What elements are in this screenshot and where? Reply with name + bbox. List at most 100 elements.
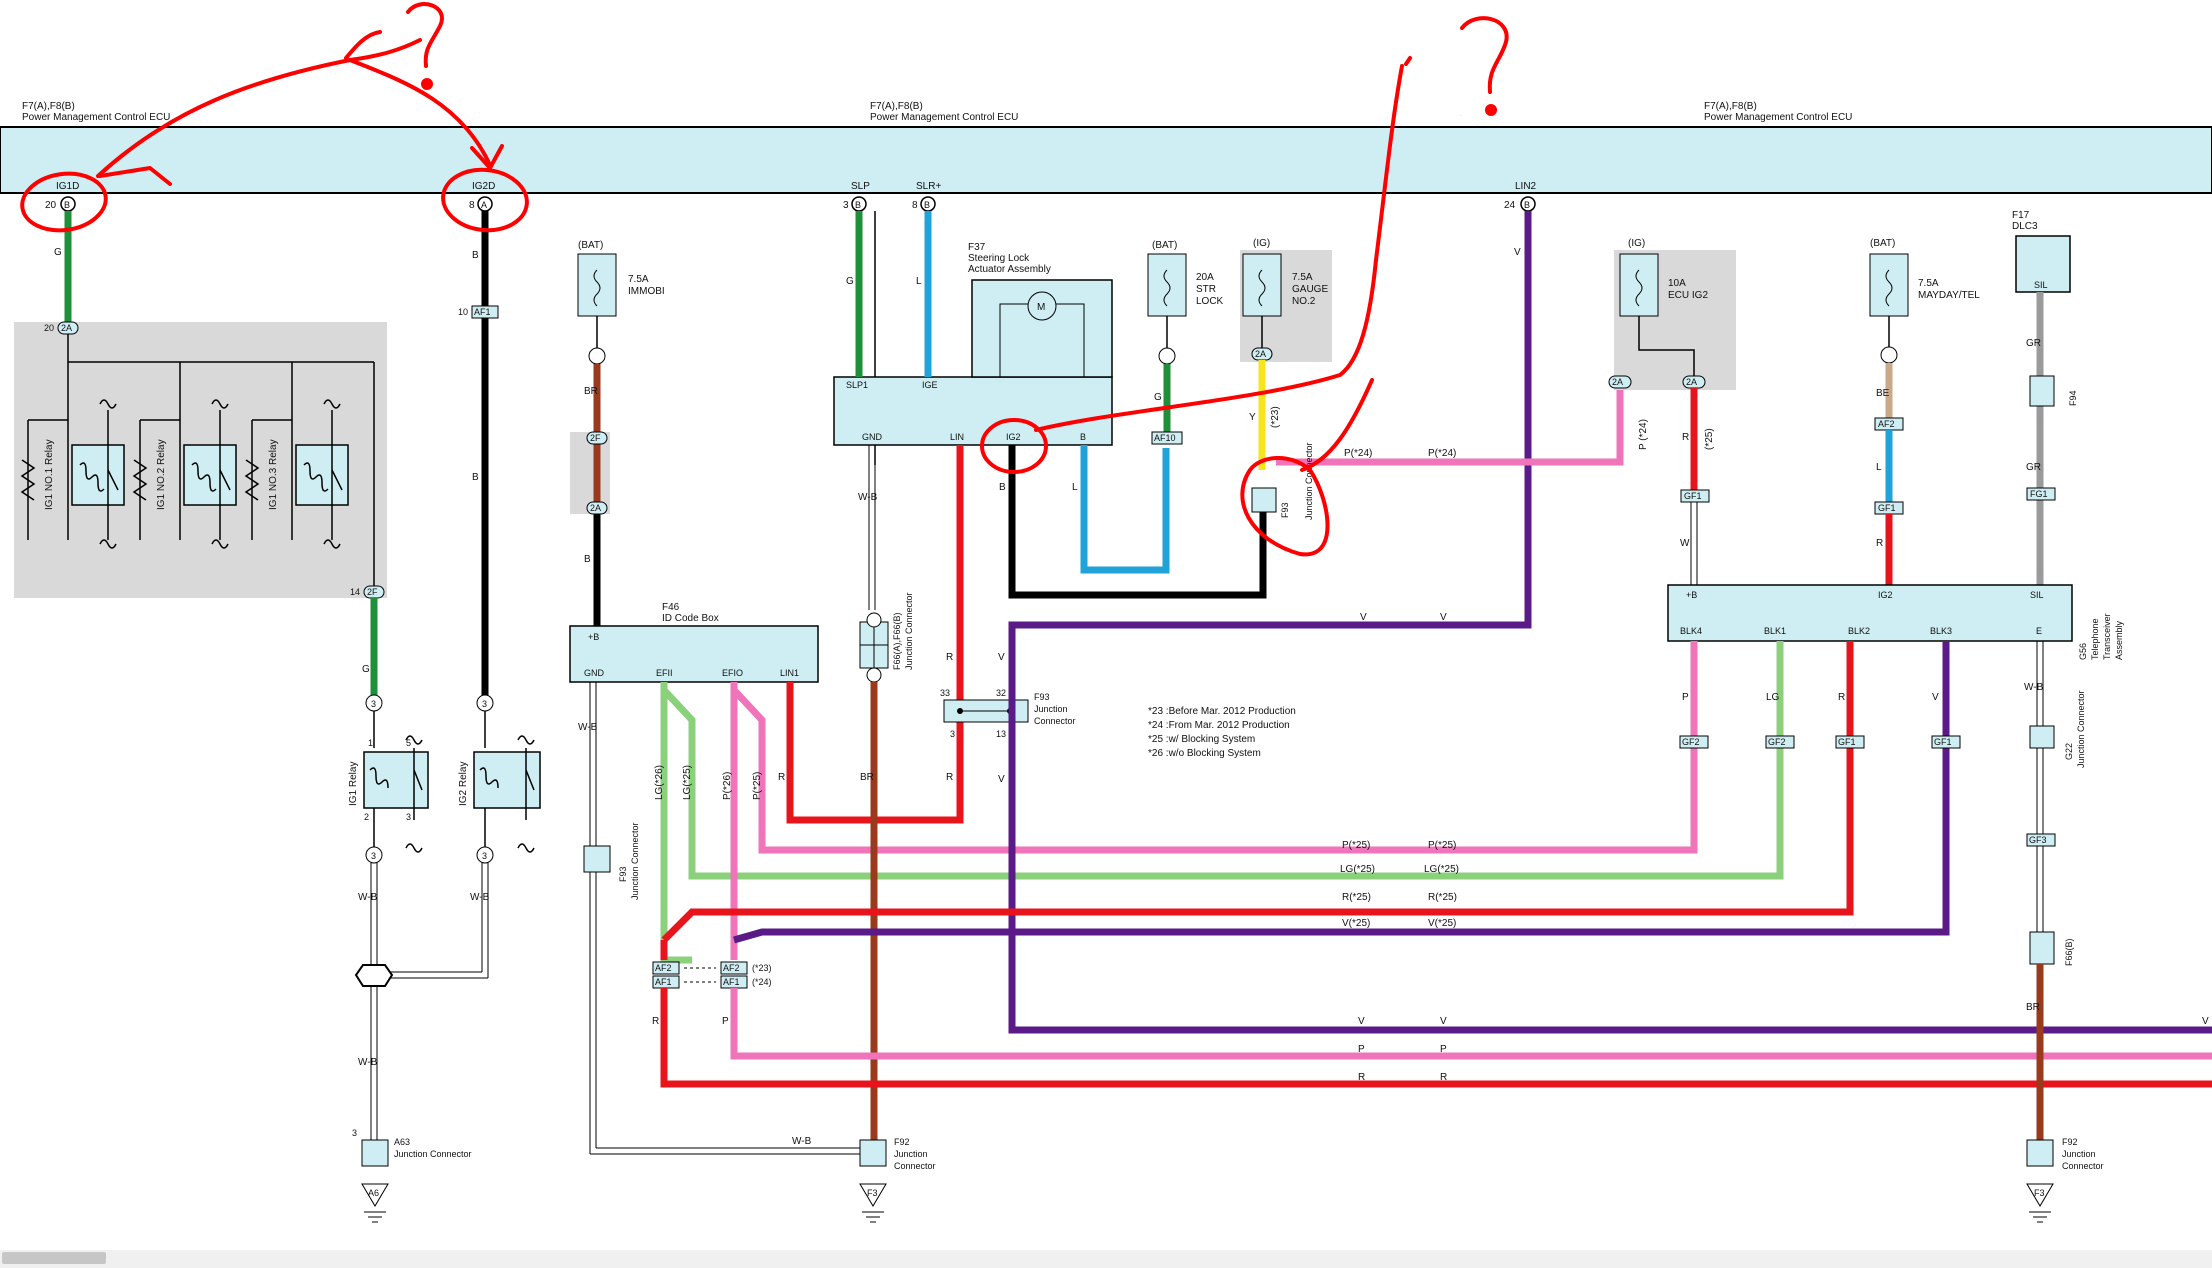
terminal-slr-conn: B: [924, 200, 930, 210]
fuse-strlock-name-2: LOCK: [1196, 296, 1224, 307]
relay-ig1-no2-label: IG1 NO.2 Relay: [156, 439, 167, 510]
wire-r-af1: R: [652, 1016, 659, 1027]
conn-f92-b-jc-2: Connector: [2062, 1161, 2104, 1171]
wire-v-f93: V: [998, 652, 1005, 663]
f37-steering-lock: [833, 376, 1113, 446]
svg-text:3: 3: [482, 851, 487, 861]
svg-text:GF2: GF2: [1682, 737, 1700, 747]
ecu-band: [0, 126, 2212, 194]
f46-id-code-box: [569, 625, 819, 683]
wire-br-f92: BR: [860, 772, 874, 783]
f17-name: DLC3: [2012, 221, 2038, 232]
wire-v-f93-2: V: [998, 774, 1005, 785]
svg-text:20: 20: [44, 323, 54, 333]
fuse-mayday-rating: 7.5A: [1918, 278, 1939, 289]
fuse-immobi-rating: 7.5A: [628, 274, 649, 285]
wire-p26: P(*26): [722, 772, 733, 800]
terminal-lin2: LIN2: [1515, 181, 1537, 192]
terminal-ig2d-conn: A: [481, 200, 487, 210]
g56-pin-blk4: BLK4: [1680, 626, 1702, 636]
conn-g22-jc: Junction Connector: [2076, 690, 2086, 768]
terminal-lin2-conn: B: [1524, 200, 1530, 210]
markup-annotations: [20, 2, 1509, 557]
wire-p24-a: P(*24): [1344, 448, 1372, 459]
conn-f93-c: F93: [1280, 502, 1290, 518]
wire-g-slp: G: [846, 276, 854, 287]
svg-text:AF2: AF2: [723, 963, 740, 973]
wire-lg26: LG(*26): [654, 765, 665, 800]
fuse-gauge-name-2: NO.2: [1292, 296, 1316, 307]
f46-ref: F46: [662, 602, 680, 613]
svg-text:(*23): (*23): [752, 963, 772, 973]
conn-f92-a-jc-1: Junction: [894, 1149, 928, 1159]
note-26: *26 :w/o Blocking System: [1148, 748, 1261, 759]
terminal-ig2d-pin: 8: [469, 200, 475, 211]
g56-pin-blk3: BLK3: [1930, 626, 1952, 636]
svg-text:FG1: FG1: [2030, 489, 2048, 499]
relay-ig1-no1-label: IG1 NO.1 Relay: [44, 439, 55, 510]
wire-r-blk2: R: [1838, 692, 1845, 703]
terminal-slp: SLP: [851, 181, 870, 192]
wire-v-bottom-b: V: [1440, 1016, 1447, 1027]
horizontal-scrollbar[interactable]: [0, 1250, 2212, 1268]
wire-g-1: G: [54, 247, 62, 258]
wire-v-lin2-b: V: [1440, 612, 1447, 623]
wire-wb-f46: W-B: [578, 722, 598, 733]
ecu-ref-left: F7(A),F8(B): [22, 101, 75, 112]
svg-text:GF1: GF1: [1684, 491, 1702, 501]
svg-text:(*24): (*24): [752, 977, 772, 987]
wire-wb-f37: W-B: [858, 492, 878, 503]
wire-v-blk3: V: [1932, 692, 1939, 703]
svg-text:GF3: GF3: [2029, 835, 2047, 845]
relay-ig1-label: IG1 Relay: [348, 762, 359, 806]
svg-text:2A: 2A: [1612, 377, 1623, 387]
f37-pin-gnd: GND: [862, 432, 883, 442]
g56-pin-pb: +B: [1686, 590, 1697, 600]
g56-pin-blk1: BLK1: [1764, 626, 1786, 636]
svg-text:1: 1: [368, 738, 373, 748]
ground-f3-b: F3: [2034, 1188, 2045, 1198]
svg-text:33: 33: [940, 688, 950, 698]
wire-v-lin2-a: V: [1360, 612, 1367, 623]
svg-text:32: 32: [996, 688, 1006, 698]
conn-f93-b-jc-1: Junction: [1034, 704, 1068, 714]
fuse-gauge-rating: 7.5A: [1292, 272, 1313, 283]
wire-br-g56: BR: [2026, 1002, 2040, 1013]
svg-text:3: 3: [371, 851, 376, 861]
relay-bank: [20, 334, 375, 588]
motor-label: M: [1037, 302, 1045, 313]
svg-text:3: 3: [352, 1128, 357, 1138]
wire-b-ig2d: B: [472, 250, 479, 261]
svg-text:2F: 2F: [367, 587, 378, 597]
svg-text:2A: 2A: [1686, 377, 1697, 387]
f37-pin-lin: LIN: [950, 432, 964, 442]
scrollbar-thumb[interactable]: [2, 1252, 106, 1264]
svg-text:13: 13: [996, 729, 1006, 739]
f37-name-1: Steering Lock: [968, 253, 1030, 264]
wire-wb-f92: W-B: [792, 1136, 812, 1147]
fuse-gauge-src: (IG): [1253, 238, 1270, 249]
svg-text:3: 3: [950, 729, 955, 739]
conn-f94: F94: [2068, 390, 2078, 406]
conn-f92-a: F92: [894, 1137, 910, 1147]
terminal-slr: SLR+: [916, 181, 941, 192]
svg-text:2A: 2A: [61, 323, 72, 333]
wire-lg-blk1: LG: [1766, 692, 1780, 703]
conn-f92-b: F92: [2062, 1137, 2078, 1147]
fuse-immobi-name: IMMOBI: [628, 286, 665, 297]
svg-text:GF1: GF1: [1838, 737, 1856, 747]
fuse-ecuig2-name: ECU IG2: [1668, 290, 1708, 301]
f46-pin-gnd: GND: [584, 668, 605, 678]
wire-l-mayday: L: [1876, 462, 1882, 473]
wire-g-strlock: G: [1154, 392, 1162, 403]
ecu-ref-right: F7(A),F8(B): [1704, 101, 1757, 112]
wire-b-f46: B: [584, 554, 591, 565]
ecu-name-right: Power Management Control ECU: [1704, 112, 1852, 123]
wire-wb-1: W-B: [358, 892, 378, 903]
wire-r-mayday: R: [1876, 538, 1883, 549]
relay-ig2-label: IG2 Relay: [458, 762, 469, 806]
terminal-slr-pin: 8: [912, 200, 918, 211]
terminal-slp-conn: B: [855, 200, 861, 210]
svg-text:10: 10: [458, 307, 468, 317]
conn-f93-a-jc: Junction Connector: [630, 822, 640, 900]
